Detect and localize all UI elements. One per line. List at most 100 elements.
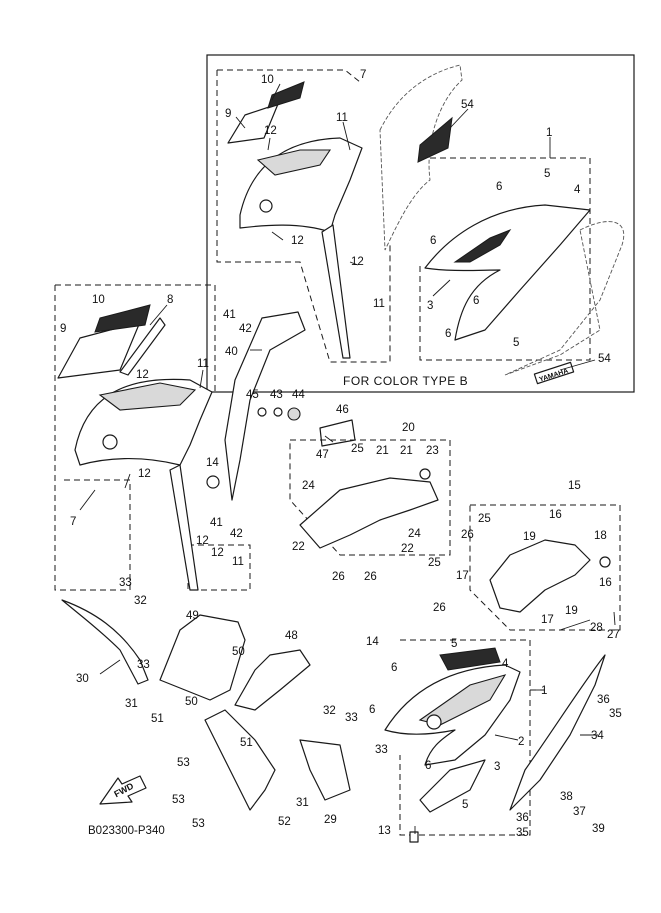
callout: 6 [473,295,479,307]
inner-panel-15 [489,539,591,613]
inset-decal-10 [267,81,305,109]
side-panel-34 [509,654,606,811]
callout: 38 [560,791,573,803]
group-7-box [54,284,216,591]
inset-cowling-stay [321,224,351,359]
inner-panel-48 [234,649,311,711]
callout: 48 [285,630,298,642]
callout: 6 [445,328,451,340]
callout: 10 [261,74,274,86]
callout: 12 [351,256,364,268]
callout-numbers: 10 7 9 11 12 54 1 5 6 4 6 12 3 12 11 6 6… [60,69,622,839]
callout: 51 [240,737,253,749]
callout: 11 [197,358,209,370]
callout: 18 [594,530,607,542]
callout: 20 [402,422,415,434]
leader-lines [79,83,616,834]
callout: 5 [513,337,519,349]
callout: 42 [239,323,252,335]
callout: 53 [172,794,185,806]
callout: 50 [185,696,198,708]
callout: 6 [430,235,436,247]
callout: 52 [278,816,291,828]
color-type-b-frame [206,54,635,393]
inner-panel-20 [299,477,439,549]
callout: 53 [192,818,205,830]
bracket-29 [299,739,351,801]
callout: 12 [196,535,209,547]
callout: 46 [336,404,349,416]
callout: 42 [230,528,243,540]
callout: 12 [291,235,304,247]
callout: 26 [433,602,446,614]
inset-group-1-box [419,157,591,361]
callout: 31 [296,797,309,809]
callout: 23 [426,445,439,457]
callout: 41 [223,309,236,321]
callout: 26 [332,571,345,583]
callout: 5 [544,168,550,180]
color-type-b-caption: FOR COLOR TYPE B [343,374,468,388]
callout: 43 [270,389,283,401]
callout: 36 [597,694,610,706]
callout: 37 [573,806,586,818]
callout: 11 [373,298,385,310]
callout: 27 [607,629,620,641]
callout: 6 [391,662,397,674]
inset-group-7-box [216,69,391,363]
callout: 44 [292,389,305,401]
callout: 12 [138,468,151,480]
fwd-arrow-icon [99,775,147,805]
callout: 33 [345,712,358,724]
callout: 11 [336,112,348,124]
callout: 12 [136,369,149,381]
callout: 51 [151,713,164,725]
inset-cowling-grommet [259,199,273,213]
callout: 17 [456,570,469,582]
callout: 32 [134,595,147,607]
damper-23 [419,468,431,480]
inset-side-cover-stripe [453,228,512,263]
bracket-46 [319,419,356,447]
callout: 1 [546,127,552,139]
callout: 7 [70,516,76,528]
callout: 25 [351,443,364,455]
callout: 11 [232,556,244,568]
side-cover-grommet [426,714,442,730]
callout: 35 [609,708,622,720]
inner-panel-40 [224,311,306,501]
callout: 4 [502,658,509,670]
group-15-box [469,504,621,631]
callout: 47 [316,449,329,461]
callout: 33 [119,577,132,589]
callout: 53 [177,757,190,769]
callout: 9 [60,323,66,335]
upper-cowling-stay [169,464,199,591]
callout: 17 [541,614,554,626]
callout: 45 [246,389,259,401]
callout: 24 [408,528,421,540]
callout: 3 [494,761,500,773]
callout: 34 [591,730,604,742]
callout: 19 [523,531,536,543]
side-panel-30 [61,599,149,685]
callout: 2 [518,736,524,748]
callout: 29 [324,814,337,826]
callout: 22 [292,541,305,553]
screw-45 [257,407,267,417]
callout: 3 [427,300,433,312]
callout: 5 [462,799,468,811]
callout: 33 [375,744,388,756]
decal-10 [94,304,151,333]
inset-side-cover [424,204,591,341]
callout: 5 [451,638,457,650]
callout: 13 [378,825,391,837]
callout: 9 [225,108,231,120]
callout: 8 [167,294,173,306]
callout: 26 [461,529,474,541]
callout: 21 [376,445,389,457]
callout: 15 [568,480,581,492]
bolt-13 [409,831,419,843]
under-cowling-52 [204,709,276,811]
